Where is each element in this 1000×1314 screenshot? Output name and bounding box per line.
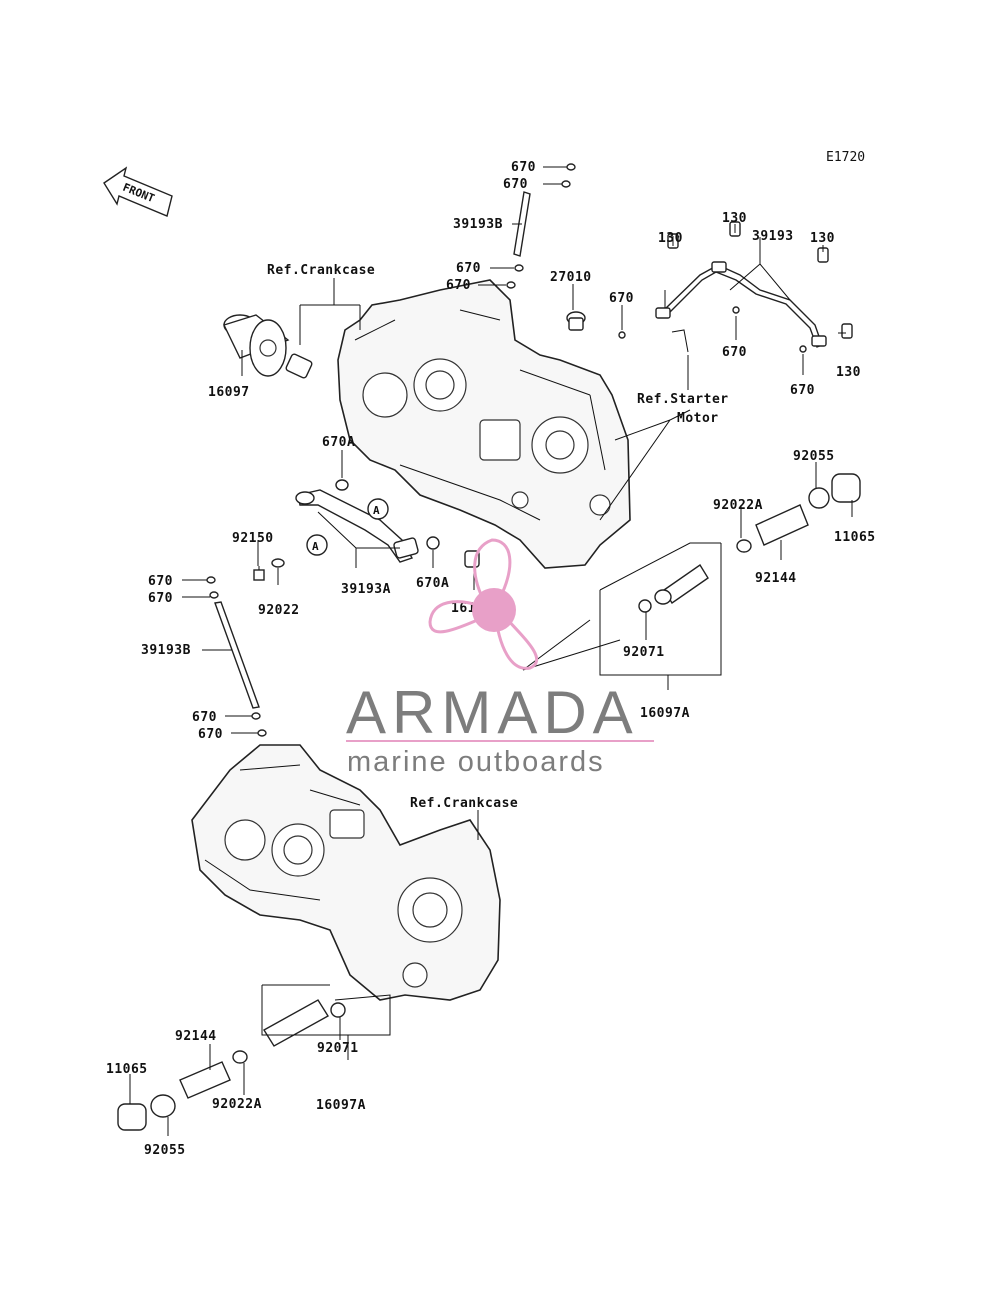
label-ref-crankcase-top: Ref.Crankcase	[267, 263, 375, 278]
label-670-f: 670	[722, 345, 747, 360]
label-27010: 27010	[550, 270, 592, 285]
label-11065-top: 11065	[834, 530, 876, 545]
oil-line-39193	[618, 221, 853, 353]
label-670-e: 670	[609, 291, 634, 306]
label-16097: 16097	[208, 385, 250, 400]
label-130-d: 130	[836, 365, 861, 380]
oil-filter	[223, 314, 290, 377]
leader-lines	[129, 166, 853, 1136]
label-92144-bottom: 92144	[175, 1029, 217, 1044]
marker-a-2	[306, 534, 328, 556]
label-ref-starter-2: Motor	[677, 411, 719, 426]
label-92055-bottom: 92055	[144, 1143, 186, 1158]
label-130-c: 130	[810, 231, 835, 246]
label-130-b: 130	[722, 211, 747, 226]
label-130-a: 130	[658, 231, 683, 246]
label-39193B-top: 39193B	[453, 217, 503, 232]
lower-crankcase	[191, 744, 501, 1001]
label-670-d: 670	[446, 278, 471, 293]
bolt-92150	[253, 566, 265, 581]
label-670-j: 670	[192, 710, 217, 725]
washer-92022	[271, 558, 285, 568]
label-670-b: 670	[503, 177, 528, 192]
oil-pressure-switch	[566, 311, 586, 331]
label-92022A-bottom: 92022A	[212, 1097, 262, 1112]
label-39193B-bottom: 39193B	[141, 643, 191, 658]
label-92022A-top: 92022A	[713, 498, 763, 513]
relief-valve-top	[638, 473, 861, 613]
front-arrow-icon: FRONT	[103, 166, 173, 217]
watermark: ARMADA marine outboards	[346, 538, 654, 778]
label-670-i: 670	[148, 591, 173, 606]
label-16097A-bottom: 16097A	[316, 1098, 366, 1113]
oil-pipe-39193B-bottom	[206, 576, 267, 737]
label-ref-crankcase-bottom: Ref.Crankcase	[410, 796, 518, 811]
label-ref-starter-1: Ref.Starter	[637, 392, 729, 407]
label-670-k: 670	[198, 727, 223, 742]
filter-nipple	[285, 353, 313, 379]
label-92055-top: 92055	[793, 449, 835, 464]
label-39193A: 39193A	[341, 582, 391, 597]
o-ring-670A-right	[426, 536, 440, 550]
label-92150: 92150	[232, 531, 274, 546]
label-670A-left: 670A	[322, 435, 355, 450]
upper-crankcase	[337, 279, 631, 569]
label-16097A-top: 16097A	[640, 706, 690, 721]
label-670-a: 670	[511, 160, 536, 175]
label-92071-bottom: 92071	[317, 1041, 359, 1056]
o-ring-670A-left	[335, 479, 349, 491]
oil-pipe-39193A	[295, 489, 419, 563]
watermark-brand: ARMADA	[346, 679, 639, 746]
label-670-c: 670	[456, 261, 481, 276]
label-39193: 39193	[752, 229, 794, 244]
marker-a-1	[367, 498, 389, 520]
label-11065-bottom: 11065	[106, 1062, 148, 1077]
propeller-logo-icon	[428, 538, 539, 670]
label-92022: 92022	[258, 603, 300, 618]
diagram-code: E1720	[826, 150, 865, 165]
label-670-g: 670	[790, 383, 815, 398]
relief-valve-bottom	[117, 999, 346, 1131]
label-670-h: 670	[148, 574, 173, 589]
label-670A-right: 670A	[416, 576, 449, 591]
watermark-tagline: marine outboards	[347, 746, 605, 778]
marker-a-2-label: A	[312, 540, 319, 553]
label-92144-top: 92144	[755, 571, 797, 586]
label-92071-top: 92071	[623, 645, 665, 660]
marker-a-1-label: A	[373, 504, 380, 517]
